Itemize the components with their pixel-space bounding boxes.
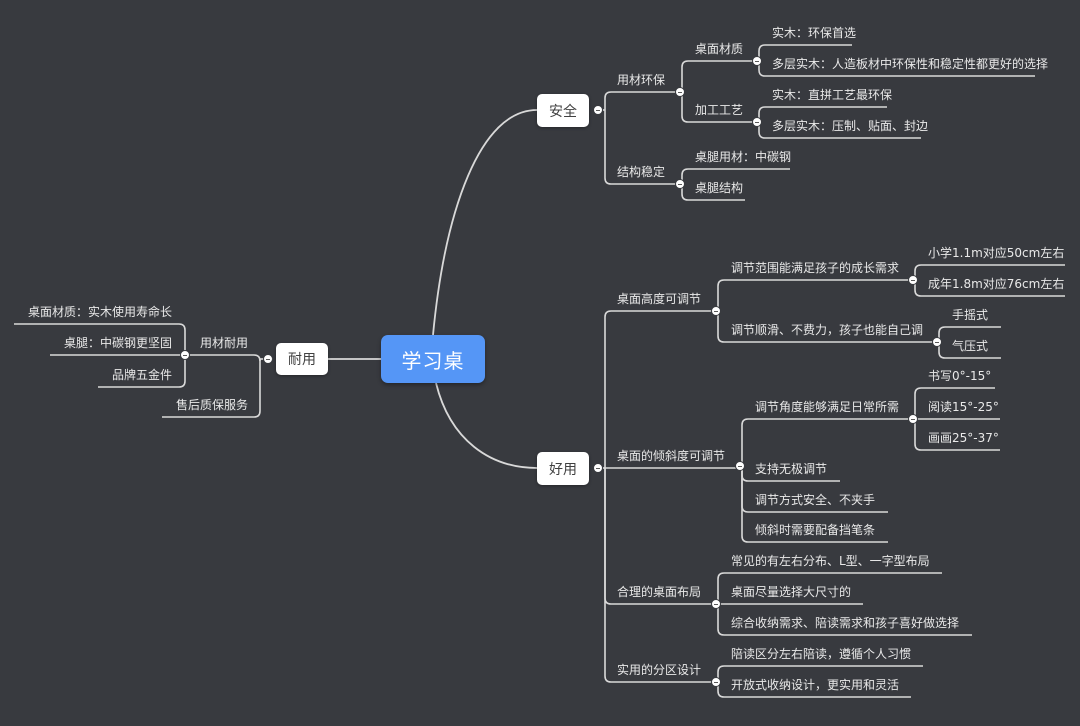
branch-connector bbox=[681, 168, 790, 184]
branch-connector bbox=[604, 468, 716, 683]
collapse-toggle-icon[interactable] bbox=[752, 56, 762, 66]
topic-tilt-adjustable[interactable]: 桌面的倾斜度可调节 bbox=[617, 449, 726, 463]
topic-processing[interactable]: 加工工艺 bbox=[695, 103, 744, 117]
branch-connector bbox=[681, 92, 757, 123]
leaf-writing-angle[interactable]: 书写0°-15° bbox=[928, 369, 992, 383]
branch-connector bbox=[758, 61, 1035, 77]
topic-durable-material[interactable]: 用材耐用 bbox=[199, 336, 248, 350]
collapse-toggle-icon[interactable] bbox=[752, 117, 762, 127]
branch-node-safety[interactable]: 安全 bbox=[537, 94, 589, 127]
leaf-multilayer-wood[interactable]: 多层实木：人造板材中环保性和稳定性都更好的选择 bbox=[772, 57, 1049, 71]
collapse-toggle-icon[interactable] bbox=[711, 677, 721, 687]
collapse-toggle-icon[interactable] bbox=[711, 599, 721, 609]
branch-connector bbox=[758, 44, 852, 61]
topic-height-adjustable[interactable]: 桌面高度可调节 bbox=[617, 292, 702, 306]
branch-connector bbox=[162, 359, 261, 418]
topic-angle-range[interactable]: 调节角度能够满足日常所需 bbox=[755, 400, 900, 414]
branch-connector bbox=[604, 310, 716, 468]
leaf-after-sales[interactable]: 售后质保服务 bbox=[175, 398, 248, 412]
branch-connector bbox=[914, 280, 1065, 297]
leaf-solid-wood-lifespan[interactable]: 桌面材质：实木使用寿命长 bbox=[27, 305, 172, 319]
leaf-primary-height[interactable]: 小学1.1m对应50cm左右 bbox=[928, 246, 1065, 260]
leaf-solid-wood-jointing[interactable]: 实木：直拼工艺最环保 bbox=[772, 88, 893, 102]
branch-connector bbox=[741, 418, 913, 466]
topic-zoning[interactable]: 实用的分区设计 bbox=[617, 663, 702, 677]
branch-node-usability[interactable]: 好用 bbox=[537, 452, 589, 485]
leaf-large-size[interactable]: 桌面尽量选择大尺寸的 bbox=[731, 585, 852, 599]
collapse-toggle-icon[interactable] bbox=[263, 354, 273, 364]
leaf-gas-spring[interactable]: 气压式 bbox=[952, 339, 989, 353]
branch-connector bbox=[938, 326, 1001, 342]
topic-layout[interactable]: 合理的桌面布局 bbox=[617, 585, 702, 599]
branch-connector bbox=[758, 106, 887, 122]
collapse-toggle-icon[interactable] bbox=[593, 463, 603, 473]
branch-connector bbox=[681, 184, 745, 201]
topic-material-eco[interactable]: 用材环保 bbox=[617, 73, 666, 87]
topic-range[interactable]: 调节范围能满足孩子的成长需求 bbox=[731, 261, 900, 275]
branch-connector bbox=[98, 355, 186, 388]
root-to-usability-curve bbox=[435, 382, 538, 469]
leaf-combined-needs[interactable]: 综合收纳需求、陪读需求和孩子喜好做选择 bbox=[731, 616, 960, 630]
leaf-adult-height[interactable]: 成年1.8m对应76cm左右 bbox=[928, 277, 1065, 291]
leaf-common-layouts[interactable]: 常见的有左右分布、L型、一字型布局 bbox=[731, 554, 930, 568]
collapse-toggle-icon[interactable] bbox=[675, 87, 685, 97]
leaf-study-area[interactable]: 陪读区分左右陪读，遵循个人习惯 bbox=[731, 647, 912, 661]
leaf-steel-legs[interactable]: 桌腿：中碳钢更坚固 bbox=[63, 336, 172, 350]
leaf-leg-structure[interactable]: 桌腿结构 bbox=[695, 181, 744, 195]
leaf-multilayer-process[interactable]: 多层实木：压制、贴面、封边 bbox=[772, 119, 929, 133]
branch-connector bbox=[717, 279, 913, 311]
branch-connector bbox=[185, 354, 261, 362]
collapse-toggle-icon[interactable] bbox=[908, 275, 918, 285]
leaf-pen-stopper[interactable]: 倾斜时需要配备挡笔条 bbox=[755, 523, 876, 537]
branch-connector bbox=[604, 110, 680, 185]
leaf-stepless[interactable]: 支持无极调节 bbox=[755, 462, 828, 476]
leaf-open-storage[interactable]: 开放式收纳设计，更实用和灵活 bbox=[731, 678, 900, 692]
branch-connector bbox=[717, 682, 911, 698]
branch-connector bbox=[758, 122, 921, 139]
branch-connector bbox=[717, 604, 972, 636]
branch-connector bbox=[914, 387, 995, 419]
topic-desktop-material[interactable]: 桌面材质 bbox=[695, 42, 744, 56]
collapse-toggle-icon[interactable] bbox=[180, 350, 190, 360]
leaf-reading-angle[interactable]: 阅读15°-25° bbox=[928, 400, 999, 414]
collapse-toggle-icon[interactable] bbox=[711, 306, 721, 316]
root-node[interactable]: 学习桌 bbox=[381, 335, 485, 383]
root-to-safety-curve bbox=[432, 109, 538, 336]
branch-connector bbox=[717, 665, 923, 682]
collapse-toggle-icon[interactable] bbox=[735, 461, 745, 471]
branch-connector bbox=[741, 466, 888, 543]
leaf-safe-no-pinch[interactable]: 调节方式安全、不夹手 bbox=[755, 493, 876, 507]
leaf-drawing-angle[interactable]: 画画25°-37° bbox=[928, 431, 999, 445]
topic-structure-stable[interactable]: 结构稳定 bbox=[617, 165, 666, 179]
collapse-toggle-icon[interactable] bbox=[932, 337, 942, 347]
branch-connector bbox=[717, 311, 937, 343]
branch-connector bbox=[14, 323, 186, 355]
topic-smooth[interactable]: 调节顺滑、不费力，孩子也能自己调 bbox=[731, 323, 924, 337]
branch-node-durability[interactable]: 耐用 bbox=[276, 343, 328, 375]
branch-connector bbox=[914, 419, 1000, 451]
collapse-toggle-icon[interactable] bbox=[593, 105, 603, 115]
branch-connector bbox=[914, 264, 1065, 280]
branch-connector bbox=[604, 91, 680, 110]
branch-connector bbox=[681, 60, 757, 92]
leaf-brand-hardware[interactable]: 品牌五金件 bbox=[111, 368, 172, 382]
leaf-leg-material[interactable]: 桌腿用材：中碳钢 bbox=[695, 150, 792, 164]
leaf-solid-wood-eco[interactable]: 实木：环保首选 bbox=[772, 26, 857, 40]
collapse-toggle-icon[interactable] bbox=[908, 414, 918, 424]
collapse-toggle-icon[interactable] bbox=[675, 179, 685, 189]
branch-connector bbox=[938, 342, 1001, 359]
branch-connector bbox=[717, 572, 942, 604]
leaf-hand-crank[interactable]: 手摇式 bbox=[952, 308, 989, 322]
